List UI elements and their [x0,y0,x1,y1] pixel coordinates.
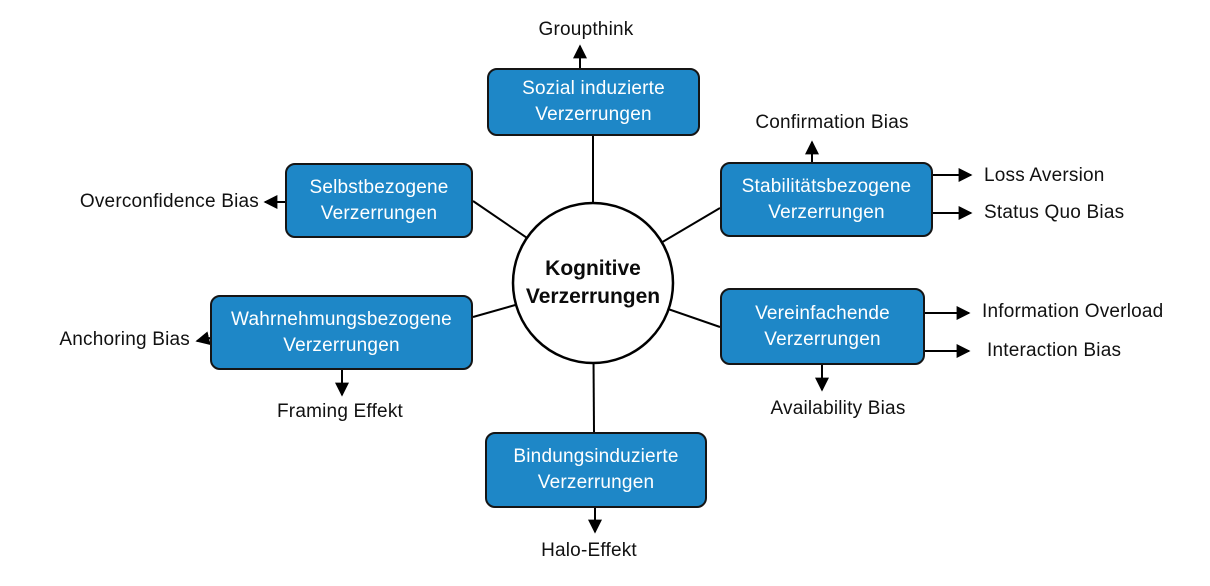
example-arrows [195,44,973,534]
arrow-to-anchoring-bias [195,331,211,346]
label-halo-effekt: Halo-Effekt [541,540,637,561]
node-wahrnehmungsbezogene-verzerrungen: Wahrnehmungsbezogene Verzerrungen [210,295,473,370]
label-interaction-bias: Interaction Bias [987,340,1122,361]
node-label: Stabilitätsbezogene Verzerrungen [741,175,912,223]
node-label: Bindungsinduzierte Verzerrungen [513,446,679,493]
label-confirmation-bias: Confirmation Bias [755,112,909,133]
node-label: Selbstbezogene Verzerrungen [309,176,449,224]
label-loss-aversion: Loss Aversion [984,165,1105,186]
label-availability-bias: Availability Bias [770,398,906,419]
node-sozial-induzierte-verzerrungen: Sozial induzierte Verzerrungen [487,68,700,136]
node-label: Vereinfachende Verzerrungen [755,302,890,350]
node-stabilitaetsbezogene-verzerrungen: Stabilitätsbezogene Verzerrungen [720,162,933,237]
node-vereinfachende-verzerrungen: Vereinfachende Verzerrungen [720,288,925,365]
center-node-label: Kognitive Verzerrungen [525,257,661,308]
node-label: Sozial induzierte Verzerrungen [522,78,665,125]
node-bindungsinduzierte-verzerrungen: Bindungsinduzierte Verzerrungen [485,432,707,508]
node-selbstbezogene-verzerrungen: Selbstbezogene Verzerrungen [285,163,473,238]
center-circle [511,201,675,365]
label-information-overload: Information Overload [982,301,1164,322]
label-status-quo-bias: Status Quo Bias [984,202,1125,223]
label-groupthink: Groupthink [538,19,634,40]
label-anchoring-bias: Anchoring Bias [59,329,190,350]
label-framing-effekt: Framing Effekt [277,401,403,422]
label-overconfidence-bias: Overconfidence Bias [79,191,259,212]
node-label: Wahrnehmungsbezogene Verzerrungen [231,308,452,356]
